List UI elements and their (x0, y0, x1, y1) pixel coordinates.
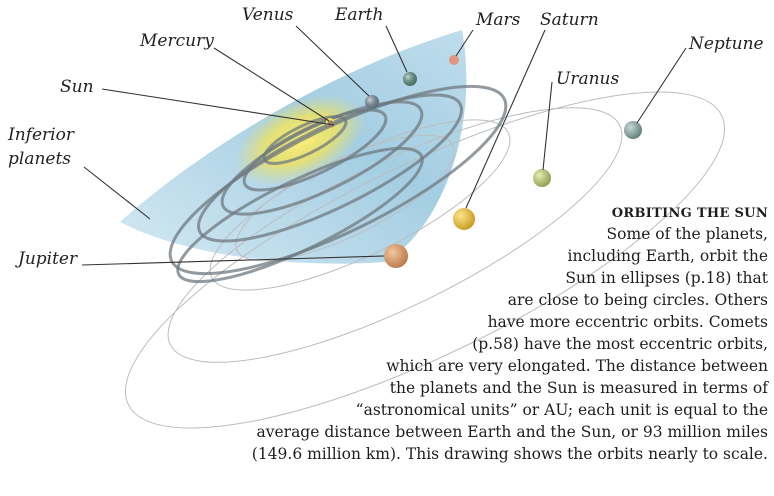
caption-line: (149.6 million km). This drawing shows t… (251, 445, 768, 463)
label-mars: Mars (475, 10, 521, 30)
label-earth: Earth (334, 5, 383, 25)
caption-block: ORBITING THE SUN Some of the planets, in… (208, 206, 768, 465)
outer-orbits (124, 91, 726, 429)
caption-line: are close to being circles. Others (507, 291, 768, 309)
caption-line: have more eccentric orbits. Comets (487, 313, 768, 331)
orbit-mars (197, 93, 463, 243)
label-mercury: Mercury (139, 31, 214, 51)
label-jupiter: Jupiter (15, 249, 78, 269)
label-venus: Venus (242, 5, 294, 25)
caption-title: ORBITING THE SUN (611, 206, 768, 221)
caption-line: “astronomical units” or AU; each unit is… (355, 401, 768, 419)
planet-labels: Venus Earth Mars Saturn Mercury Neptune … (7, 5, 764, 269)
caption-line: Sun in ellipses (p.18) that (565, 269, 768, 287)
inner-orbits (168, 84, 508, 284)
caption-line: which are very elongated. The distance b… (386, 357, 768, 375)
label-saturn: Saturn (540, 10, 599, 30)
caption-body: Some of the planets, including Earth, or… (208, 223, 768, 465)
mars-planet (449, 55, 459, 65)
orbit-jupiter-outer (235, 134, 455, 262)
orbit-uranus (167, 107, 623, 363)
leader-lines (81, 25, 687, 266)
label-neptune: Neptune (688, 34, 764, 54)
label-planets: planets (8, 149, 71, 169)
orbit-earth (220, 100, 424, 216)
caption-line: the planets and the Sun is measured in t… (389, 379, 768, 397)
caption-line: Some of the planets, (606, 225, 768, 243)
caption-line: (p.58) have the most eccentric orbits, (472, 335, 768, 353)
jupiter-planet (384, 244, 408, 268)
planets (327, 55, 642, 268)
uranus-planet (533, 169, 551, 187)
saturn-planet (453, 208, 475, 230)
label-inferior: Inferior (7, 125, 75, 145)
neptune-planet (624, 121, 642, 139)
orbit-belt (168, 84, 508, 276)
caption-line: including Earth, orbit the (567, 247, 768, 265)
caption-line: average distance between Earth and the S… (256, 423, 768, 441)
label-sun: Sun (60, 77, 94, 97)
orbit-jupiter (176, 146, 424, 284)
orbit-neptune (124, 91, 726, 429)
label-uranus: Uranus (556, 69, 619, 89)
orbit-saturn (209, 119, 511, 291)
